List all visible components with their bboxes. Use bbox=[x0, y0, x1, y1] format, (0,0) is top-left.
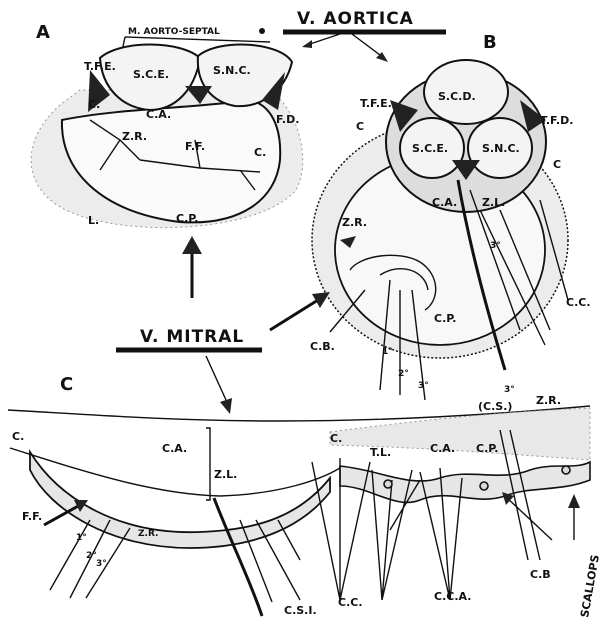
panel-b-letter: B bbox=[483, 32, 497, 53]
panel-b-1: 1° bbox=[382, 347, 393, 357]
panel-c-zr: Z.R. bbox=[138, 529, 158, 539]
panel-a-l: L. bbox=[88, 214, 99, 227]
panel-a: A M. AORTO-SEPTAL S.C.E. S.N.C. T.F.E. F… bbox=[31, 22, 303, 298]
mitral-valve-title: V. MITRAL bbox=[140, 327, 244, 347]
panel-c-ca: C.A. bbox=[162, 442, 187, 455]
panel-a-zr: Z.R. bbox=[122, 130, 147, 143]
panel-c-letter: C bbox=[60, 374, 73, 395]
panel-b-cc: C.C. bbox=[566, 296, 591, 309]
panel-c-node-1 bbox=[480, 482, 488, 490]
panel-b-2: 2° bbox=[398, 369, 409, 379]
aortic-valve-title: V. AORTICA bbox=[297, 9, 414, 29]
septum-dot bbox=[259, 28, 265, 34]
panel-c-1: 1° bbox=[76, 533, 87, 543]
panel-c-scallops: SCALLOPS bbox=[578, 554, 600, 619]
panel-b: B S.C.D. S.C.E. S.N.C. T.F.E. T.F.D. C C… bbox=[270, 32, 591, 400]
panel-c-c-left: C. bbox=[12, 430, 24, 443]
panel-b-scd: S.C.D. bbox=[438, 90, 476, 103]
panel-c-cca: C.C.A. bbox=[434, 590, 471, 603]
panel-c-zr2: Z.R. bbox=[536, 394, 561, 407]
mitral-arrow-down-head bbox=[220, 398, 232, 414]
panel-a-cp: C.P. bbox=[176, 212, 198, 225]
panel-a-letter: A bbox=[36, 22, 50, 43]
panel-b-cp: C.P. bbox=[434, 312, 456, 325]
panel-c-node-2 bbox=[562, 466, 570, 474]
panel-a-c-right: C. bbox=[254, 146, 266, 159]
panel-a-snc: S.N.C. bbox=[213, 64, 251, 77]
septum-underline bbox=[125, 37, 270, 42]
panel-b-ca: C.A. bbox=[432, 196, 457, 209]
panel-a-fd: F.D. bbox=[276, 113, 299, 126]
panel-a-ca: C.A. bbox=[146, 108, 171, 121]
panel-a-arrow-head bbox=[182, 236, 202, 254]
panel-c-csi: (C.S.) bbox=[478, 400, 512, 413]
panel-c-cb: C.B bbox=[530, 568, 551, 581]
mitral-title-group: V. MITRAL bbox=[116, 327, 262, 414]
panel-c-ca2: C.A. bbox=[430, 442, 455, 455]
panel-b-zr: Z.R. bbox=[342, 216, 367, 229]
panel-b-cb-arrow bbox=[270, 300, 318, 330]
aortic-arrow-left-head bbox=[302, 40, 312, 48]
panel-c-csl: C.S.I. bbox=[284, 604, 317, 617]
panel-b-zl: Z.L. bbox=[482, 196, 505, 209]
panel-c-node-3 bbox=[384, 480, 392, 488]
panel-b-3: 3° bbox=[418, 381, 429, 391]
mitral-arrow-down bbox=[206, 356, 226, 400]
panel-a-sce: S.C.E. bbox=[133, 68, 169, 81]
panel-a-ff: F.F. bbox=[185, 140, 205, 153]
panel-b-cb-arrow-head bbox=[312, 292, 330, 308]
panel-b-tfe: T.F.E. bbox=[360, 97, 392, 110]
panel-c-zl: Z.L. bbox=[214, 468, 237, 481]
panel-c-ff: F.F. bbox=[22, 510, 42, 523]
panel-b-tfd: T.F.D. bbox=[540, 114, 573, 127]
panel-a-c-left: C. bbox=[88, 98, 100, 111]
panel-b-c-right: C bbox=[553, 158, 561, 171]
panel-c-cc: C.C. bbox=[338, 596, 363, 609]
panel-b-cb: C.B. bbox=[310, 340, 335, 353]
panel-c-cb-arrow bbox=[505, 496, 552, 540]
panel-c: C C. C.A. Z.L. F.F. 1° 2° bbox=[8, 374, 600, 619]
panel-c-zl-bracket bbox=[206, 428, 210, 500]
panel-b-sce: S.C.E. bbox=[412, 142, 448, 155]
panel-c-cp: C.P. bbox=[476, 442, 498, 455]
panel-b-3b: 3° bbox=[490, 241, 501, 251]
panel-b-snc: S.N.C. bbox=[482, 142, 520, 155]
aortic-arrow-right bbox=[352, 34, 384, 58]
panel-c-scallop-arrow-head bbox=[568, 494, 580, 508]
aortic-title-group: V. AORTICA bbox=[283, 9, 446, 62]
panel-b-c-left: C bbox=[356, 120, 364, 133]
panel-c-c-mid: C. bbox=[330, 432, 342, 445]
panel-a-tfe: T.F.E. bbox=[84, 60, 116, 73]
panel-c-3: 3° bbox=[96, 559, 107, 569]
panel-c-3c: 3° bbox=[504, 385, 515, 395]
septum-label: M. AORTO-SEPTAL bbox=[128, 27, 220, 37]
panel-c-scallops bbox=[340, 462, 590, 502]
panel-c-tl: T.L. bbox=[370, 446, 391, 459]
